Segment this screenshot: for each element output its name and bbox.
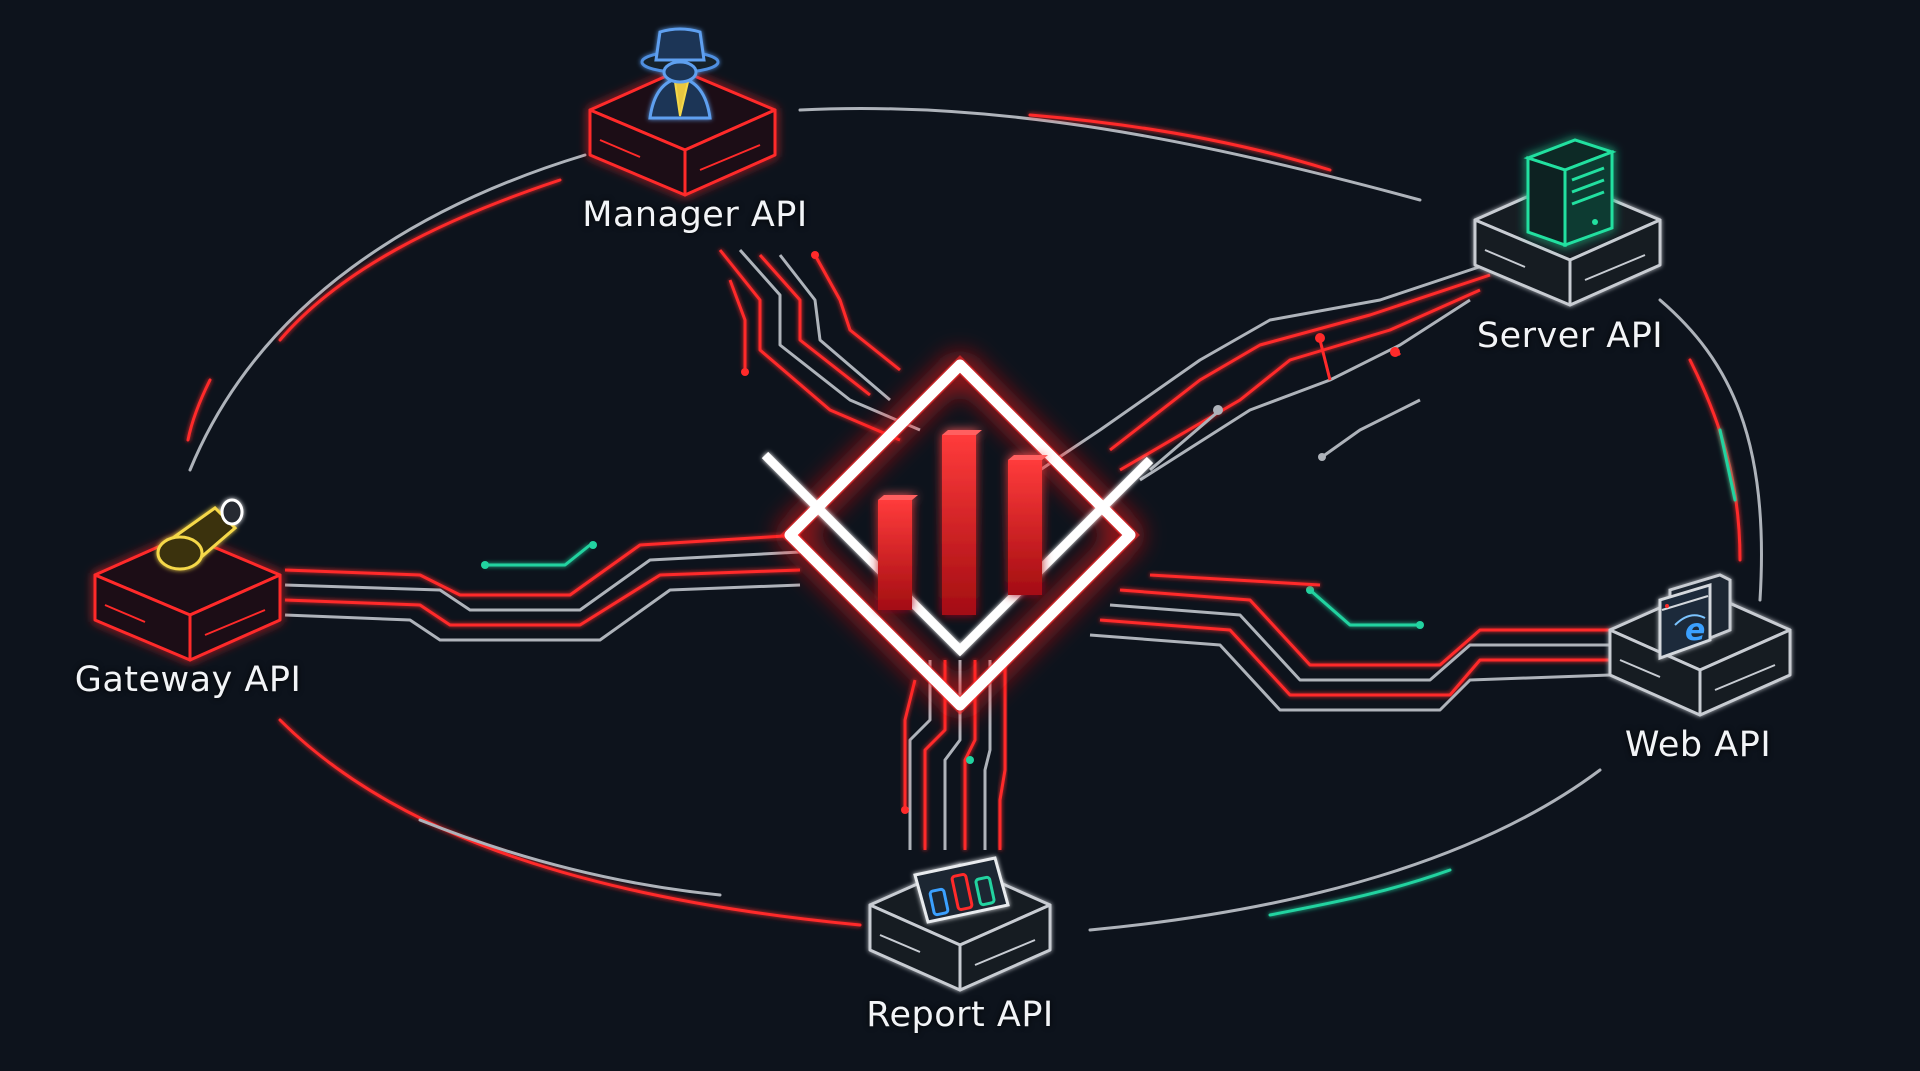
node-gateway-api <box>93 498 282 662</box>
report-chart-icon <box>913 856 1010 924</box>
circuit-traces <box>284 249 1611 850</box>
node-web-api: e <box>1608 573 1792 717</box>
server-api-label: Server API <box>1476 316 1664 356</box>
server-tower-icon <box>1523 138 1617 248</box>
web-api-label: Web API <box>1624 725 1772 765</box>
report-api-label: Report API <box>866 995 1054 1035</box>
hub-bar-chart <box>878 430 1048 615</box>
key-plug-icon <box>156 498 244 571</box>
svg-text:e: e <box>1685 613 1705 648</box>
hub-logo <box>761 355 1154 715</box>
detective-agent-icon <box>640 27 720 120</box>
browser-e-icon: e <box>1658 573 1732 661</box>
node-report-api <box>868 856 1052 992</box>
node-manager-api <box>588 27 777 197</box>
gateway-api-label: Gateway API <box>74 660 302 700</box>
orbit-ring <box>186 106 1764 932</box>
node-server-api <box>1473 138 1662 307</box>
manager-api-label: Manager API <box>582 195 808 235</box>
